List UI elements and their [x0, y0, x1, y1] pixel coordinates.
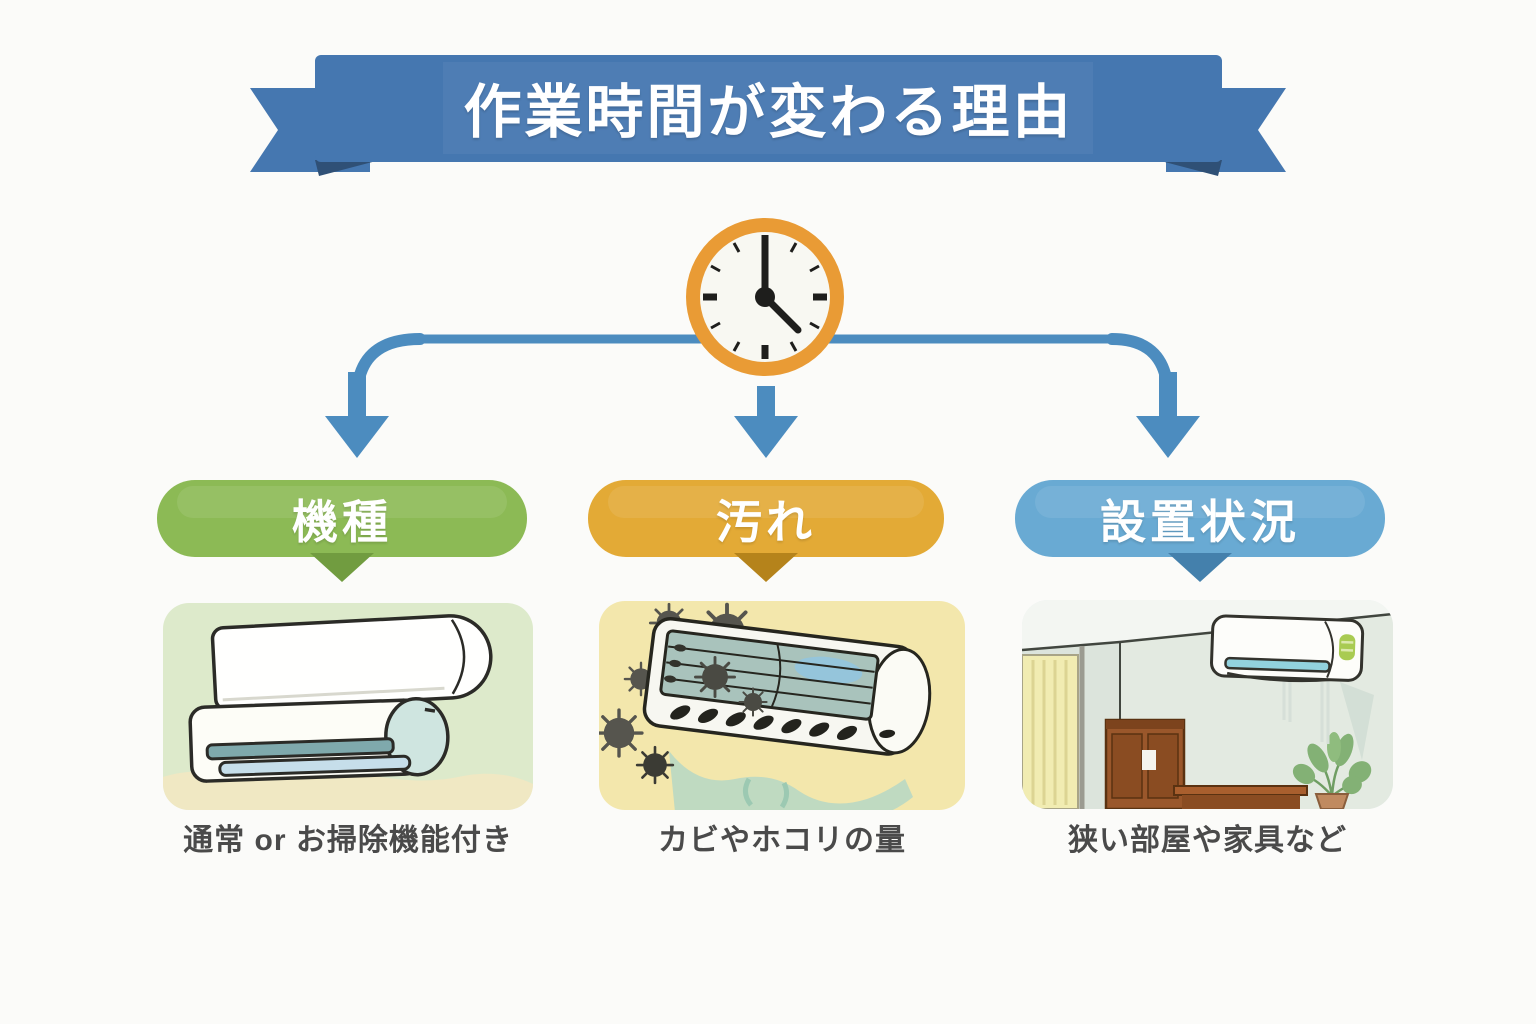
- clock-center: [755, 287, 775, 307]
- ribbon-sheen: [443, 62, 1093, 154]
- dirty-ac-unit: [642, 616, 932, 756]
- vent-slots: [670, 705, 896, 741]
- title-ribbon: [250, 55, 1286, 176]
- drip-streaks: [743, 777, 790, 809]
- caption-installation: 狭い部屋や家具など: [1068, 824, 1347, 857]
- cabinet: [1104, 718, 1186, 809]
- branch-pill-dirt: 汚れ: [588, 480, 944, 557]
- illustration-panel-installation: [1022, 600, 1393, 809]
- ribbon-right-fold: [1157, 160, 1222, 176]
- ac-shadow: [1340, 682, 1374, 760]
- illustration-panel-model: [163, 603, 533, 810]
- front-ac-unit: [188, 696, 450, 783]
- branch-label-model: 機種: [292, 495, 392, 548]
- plant: [1292, 732, 1372, 809]
- down-arrow-icons: [325, 372, 1200, 458]
- page-title: 作業時間が変わる理由: [463, 79, 1074, 145]
- back-ac-unit: [210, 614, 493, 712]
- wall-ac-unit: [1210, 614, 1365, 683]
- ac-units-illustration: [163, 614, 533, 810]
- branch-label-installation: 設置状況: [1100, 495, 1300, 548]
- desk: [1173, 785, 1308, 809]
- branch-pill-installation: 設置状況: [1015, 480, 1385, 557]
- curtain: [1022, 646, 1085, 809]
- dirty-ac-illustration: [599, 602, 932, 810]
- ceiling: [1022, 600, 1393, 650]
- branch-pill-model: 機種: [157, 480, 527, 557]
- caption-model: 通常 or お掃除機能付き: [183, 824, 513, 857]
- caption-dirt: カビやホコリの量: [658, 824, 906, 857]
- floor-accent: [163, 771, 533, 810]
- mold-drip: [669, 751, 913, 810]
- ac-drip-lines: [1282, 678, 1330, 744]
- branch-label-dirt: 汚れ: [716, 495, 816, 548]
- illustration-panel-dirt: [599, 601, 965, 810]
- ribbon-left-fold: [315, 160, 380, 176]
- clock-icon: [686, 218, 844, 376]
- ribbon-band: [315, 55, 1222, 162]
- room-ac-illustration: [1022, 600, 1393, 809]
